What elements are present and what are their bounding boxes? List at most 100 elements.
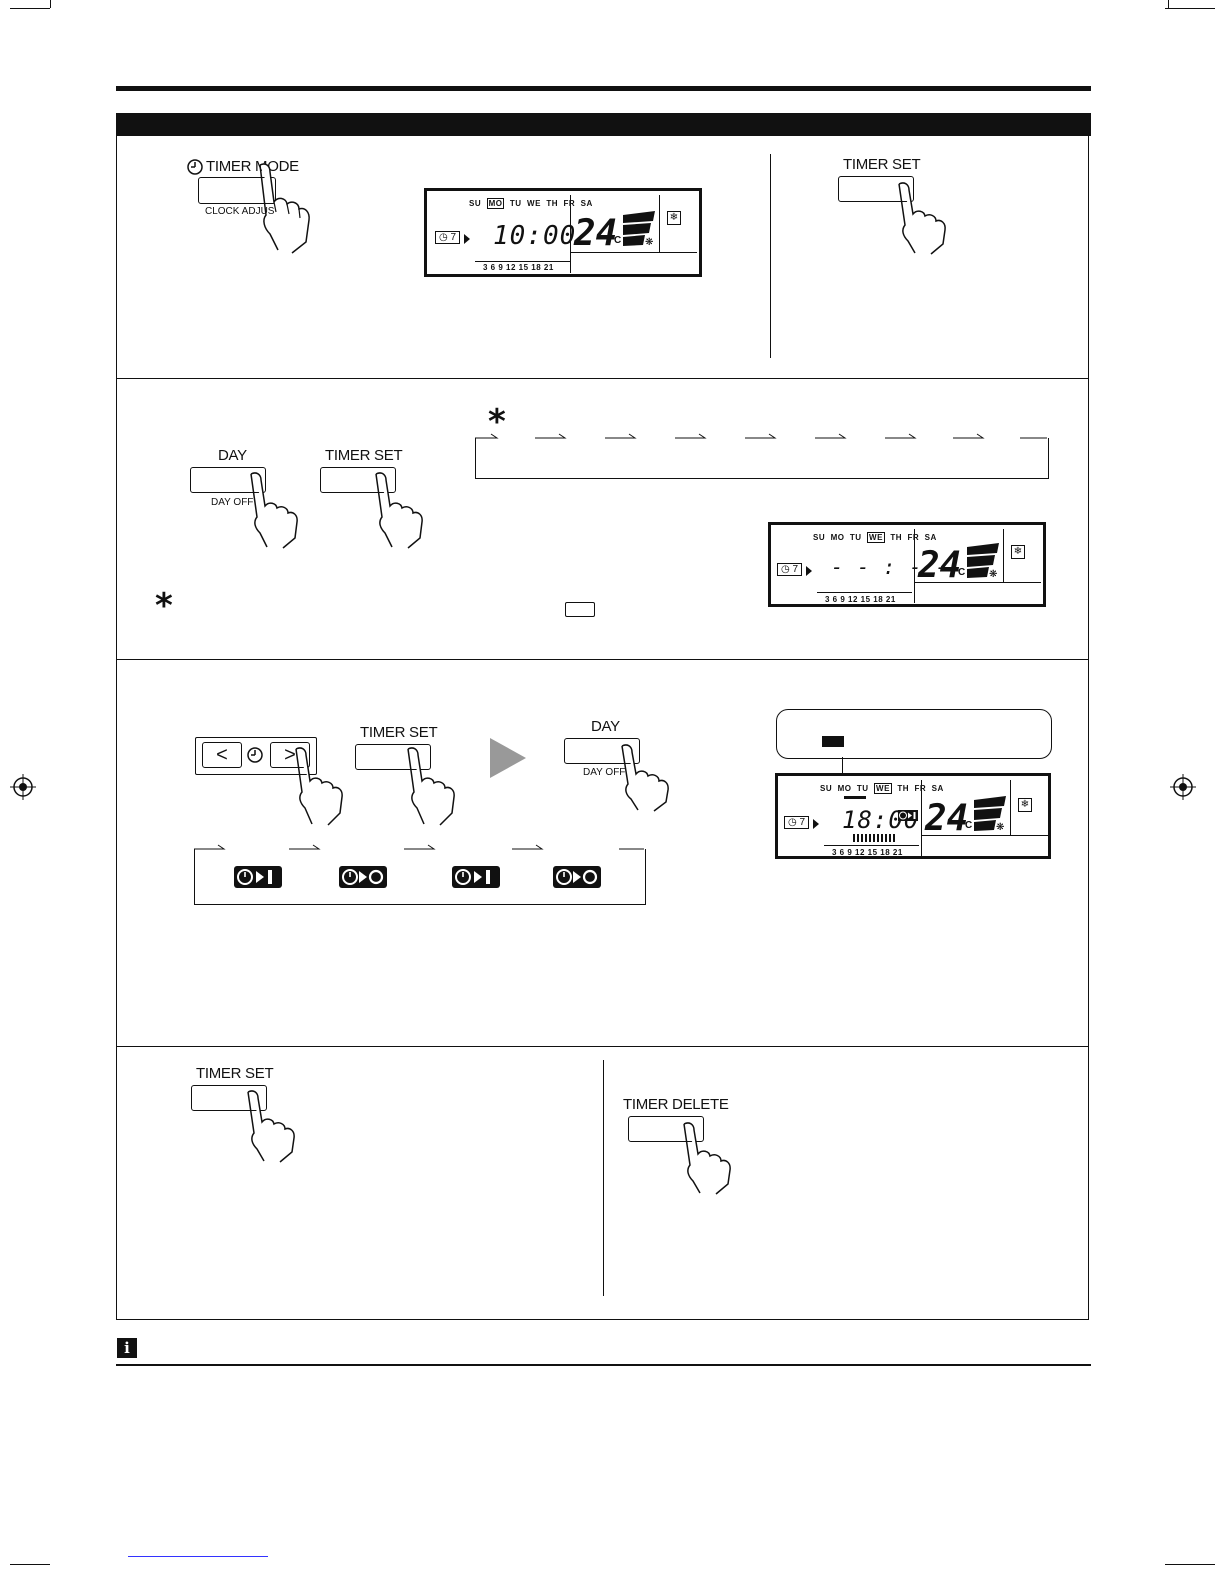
hour-scale: 3 6 9 12 15 18 21 [832,848,903,857]
hour-scale: 3 6 9 12 15 18 21 [483,263,554,272]
pressing-hand-icon [375,472,423,549]
note-rule [116,1364,1091,1366]
svg-text:❋: ❋ [645,237,653,247]
timer-set-label: TIMER SET [196,1065,274,1082]
scale-line [824,845,919,846]
fan-speed-icon: ❋ [967,543,999,579]
sequence-arrows [475,433,1047,439]
selected-day-box: WE [874,783,892,794]
lcd-display-step2: SU MO TU WE TH FR SA ◷ 7 - - : - - 3 6 9… [768,522,1046,607]
temperature-unit: °C [610,235,622,246]
time-forward-button[interactable]: > [270,742,310,768]
pressing-hand-icon [295,747,343,826]
play-marker-icon [464,234,470,244]
on-off-sequence-box [194,849,646,905]
right-arrow-icon: > [284,744,296,766]
timer-on-icon [452,866,500,888]
weekday-row: SU MO TU WE TH FR SA [820,783,944,794]
hour-scale: 3 6 9 12 15 18 21 [825,595,896,604]
note-asterisk: * [488,402,506,442]
clock-readout: - - : - - [831,555,949,579]
left-arrow-icon: < [216,744,228,766]
crop-mark [1165,8,1215,9]
row-divider [117,378,1089,379]
temperature-unit: °C [961,820,973,831]
row-divider [117,1046,1089,1047]
pressing-hand-icon [259,163,310,254]
link-underline [128,1556,268,1557]
clock-icon [187,159,203,175]
header-rule [116,86,1091,91]
crop-mark [1165,1564,1215,1565]
time-adjust-keypad [195,737,317,775]
play-marker-icon [813,819,819,829]
timer-set-label: TIMER SET [325,447,403,464]
crop-mark [10,1564,50,1565]
inline-button-symbol [565,602,595,617]
timer-bar-graph [853,834,895,842]
pressing-hand-icon [621,744,669,812]
sequence-arrows [194,844,644,850]
lcd-display-step3: SU MO TU WE TH FR SA ◷ 7 18:00 3 6 9 12 … [775,773,1051,859]
lcd-display-step1: SU MO TU WE TH FR SA ◷ 7 10:00 3 6 9 12 … [424,188,702,277]
registration-mark-icon [10,774,36,800]
note-asterisk: * [155,586,173,626]
info-icon: i [117,1338,137,1358]
day-underline-marker [844,796,866,799]
clock-adjust-label: CLOCK ADJUS [205,206,275,217]
pressing-hand-icon [898,182,946,255]
timer-mode-indicator: ◷ 7 [777,563,803,576]
timer-set-label: TIMER SET [360,724,438,741]
day-label: DAY [591,718,620,735]
selected-day-box: MO [486,198,505,209]
timer-mode-indicator: ◷ 7 [435,231,461,244]
day-sequence-box [475,438,1049,479]
clock-readout: 10:00 [493,221,577,251]
play-marker-icon [806,566,812,576]
cooling-mode-icon: ❄ [1018,798,1032,812]
cooling-mode-icon: ❄ [1011,545,1025,559]
weekday-row: SU MO TU WE TH FR SA [813,532,937,543]
svg-text:❋: ❋ [989,569,997,579]
scale-line [817,592,912,593]
clock-icon [247,747,263,763]
section-header-bar [116,113,1091,136]
timer-mode-indicator: ◷ 7 [784,816,810,829]
day-off-label: DAY OFF [211,497,254,508]
temperature-readout: 24 [925,798,969,839]
weekday-row: SU MO TU WE TH FR SA [469,198,593,209]
timer-on-indicator-icon [898,810,918,821]
callout-bubble [776,709,1052,759]
fan-speed-icon: ❋ [974,796,1006,832]
pressing-hand-icon [247,1090,295,1163]
svg-text:❋: ❋ [996,822,1004,832]
temperature-readout: 24 [918,545,962,586]
time-backward-button[interactable]: < [202,742,242,768]
timer-set-label: TIMER SET [843,156,921,173]
timer-on-icon [234,866,282,888]
timer-off-icon [339,866,387,888]
timer-mode-label: TIMER MODE [206,158,299,175]
callout-marker [822,736,844,747]
pressing-hand-icon [407,747,455,826]
pressing-hand-icon [683,1122,731,1195]
temperature-readout: 24 [574,213,618,254]
column-divider [770,154,771,358]
timer-delete-label: TIMER DELETE [623,1096,729,1113]
crop-mark [10,8,50,9]
crop-mark [50,0,51,8]
scale-line [475,261,570,262]
day-off-label: DAY OFF [583,767,626,778]
day-label: DAY [218,447,247,464]
column-divider [603,1060,604,1296]
timer-off-icon [553,866,601,888]
row-divider [117,659,1089,660]
crop-mark [1168,0,1169,8]
temperature-unit: °C [954,567,966,578]
pressing-hand-icon [250,472,298,549]
selected-day-box: WE [867,532,885,543]
fan-speed-icon: ❋ [623,211,655,247]
next-step-arrow-icon [490,738,526,778]
registration-mark-icon [1170,774,1196,800]
